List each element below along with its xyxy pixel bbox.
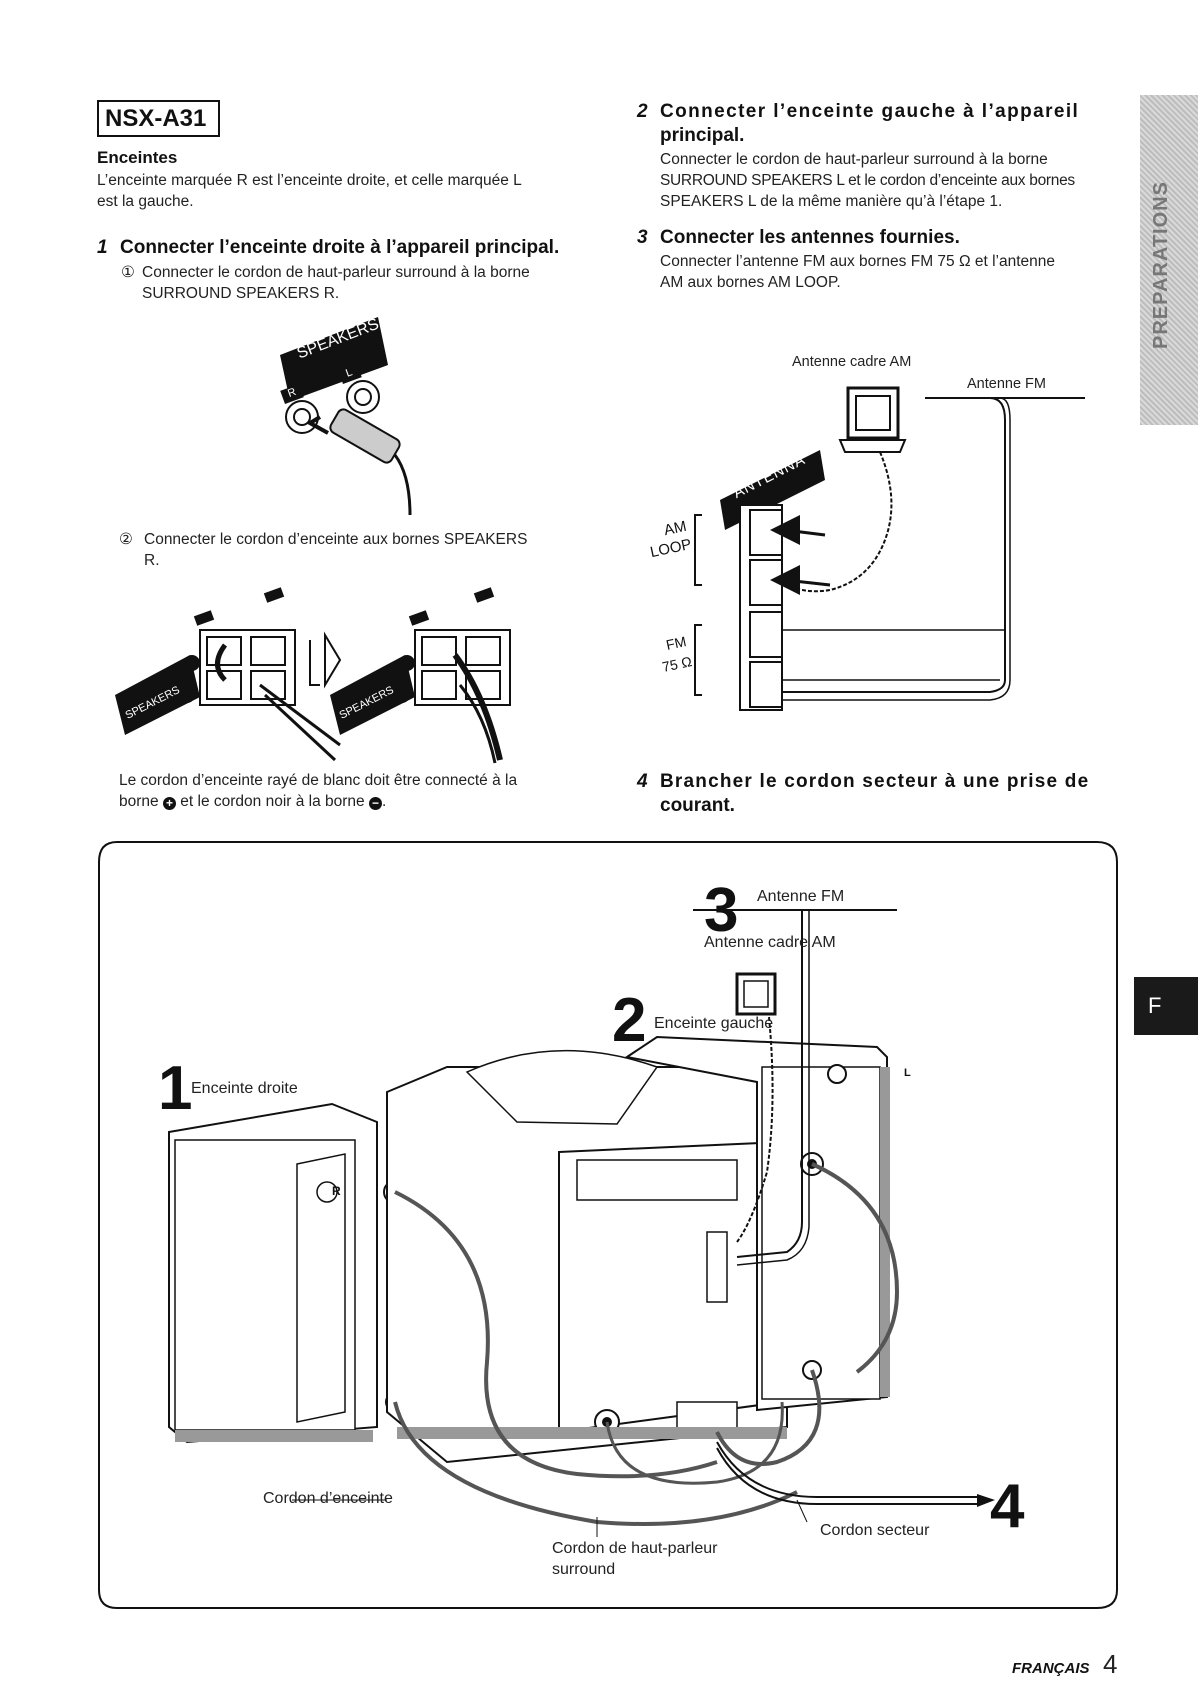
step-1-sub1-marker: ① — [121, 264, 135, 281]
step-2-title-line-2: principal. — [660, 125, 745, 146]
cordon-hp-label-line-1: Cordon de haut-parleur — [552, 1540, 718, 1557]
step-1-sub2-line-2: R. — [144, 552, 160, 569]
diagram-step-3-number: 3 — [704, 876, 739, 945]
note-black-cord-text: et le cordon noir à la borne — [180, 793, 365, 810]
connection-overview-diagram — [97, 841, 1119, 1610]
step-2-line-3: SPEAKERS L de la même manière qu’à l’éta… — [660, 193, 1003, 210]
step-3-title: Connecter les antennes fournies. — [660, 227, 960, 248]
step-1-sub2-line-1: Connecter le cordon d’enceinte aux borne… — [144, 531, 528, 548]
step-3-line-2: AM aux bornes AM LOOP. — [660, 274, 841, 291]
step-1-sub1-line-2: SURROUND SPEAKERS R. — [142, 285, 340, 302]
footer-page-number: 4 — [1103, 1649, 1118, 1679]
plus-terminal-icon: + — [162, 797, 176, 810]
step-2-line-1: Connecter le cordon de haut-parleur surr… — [660, 151, 1048, 168]
cordon-hp-label-line-2: surround — [552, 1561, 616, 1578]
cordon-enceinte-label: Cordon d’enceinte — [263, 1490, 393, 1507]
speaker-terminals-figure: SPEAKERS SPEAKERS — [115, 585, 545, 765]
footer-language: FRANÇAIS — [1012, 1660, 1090, 1677]
note-borne-text: borne — [119, 793, 159, 810]
model-title: NSX-A31 — [97, 100, 220, 137]
diagram-antenne-am-label: Antenne cadre AM — [704, 934, 836, 951]
minus-terminal-icon: − — [369, 797, 382, 810]
step-1-note-line-2: borne + et le cordon noir à la borne −. — [119, 793, 387, 810]
enceintes-heading: Enceintes — [97, 148, 178, 167]
step-1-sub2-marker: ② — [119, 531, 133, 548]
diagram-step-4-number: 4 — [990, 1472, 1025, 1541]
antenna-fm-label: Antenne FM — [967, 376, 1046, 392]
step-4-title-line-2: courant. — [660, 795, 735, 816]
preparations-side-tab: PREPARATIONS — [1140, 95, 1198, 425]
enceintes-line-2: est la gauche. — [97, 193, 194, 210]
step-2-title-line-1: Connecter l’enceinte gauche à l’appareil — [660, 101, 1080, 122]
enceinte-gauche-label: Enceinte gauche — [654, 1015, 774, 1032]
step-4-number: 4 — [637, 771, 648, 792]
left-speaker-l-mark: L — [904, 1067, 911, 1079]
cordon-secteur-label: Cordon secteur — [820, 1522, 930, 1539]
step-2-number: 2 — [637, 101, 648, 122]
diagram-antenne-fm-label: Antenne FM — [757, 888, 845, 905]
surround-jack-figure: SURROUND SPEAKERS R L — [270, 299, 440, 520]
antenna-terminal-figure: ANTENNA AM LOOP FM 75 Ω — [649, 380, 1100, 711]
preparations-tab-label: PREPARATIONS — [1150, 181, 1172, 349]
diagram-step-1-number: 1 — [158, 1054, 193, 1123]
step-2-line-2: SURROUND SPEAKERS L et le cordon d’encei… — [660, 172, 1075, 189]
step-1-number: 1 — [97, 237, 108, 258]
step-1-note-line-1: Le cordon d’enceinte rayé de blanc doit … — [119, 772, 518, 789]
diagram-step-2-number: 2 — [612, 986, 647, 1055]
language-f-tab: F — [1134, 977, 1198, 1035]
step-4-title-line-1: Brancher le cordon secteur à une prise d… — [660, 771, 1090, 792]
right-speaker-r-mark: R — [332, 1184, 341, 1198]
step-1-title: Connecter l’enceinte droite à l’appareil… — [120, 237, 560, 258]
step-1-sub1-line-1: Connecter le cordon de haut-parleur surr… — [142, 264, 530, 281]
antenna-am-label: Antenne cadre AM — [792, 354, 912, 370]
enceintes-line-1: L’enceinte marquée R est l’enceinte droi… — [97, 172, 522, 189]
step-3-number: 3 — [637, 227, 648, 248]
step-3-line-1: Connecter l’antenne FM aux bornes FM 75 … — [660, 253, 1056, 270]
enceinte-droite-label: Enceinte droite — [191, 1080, 298, 1097]
